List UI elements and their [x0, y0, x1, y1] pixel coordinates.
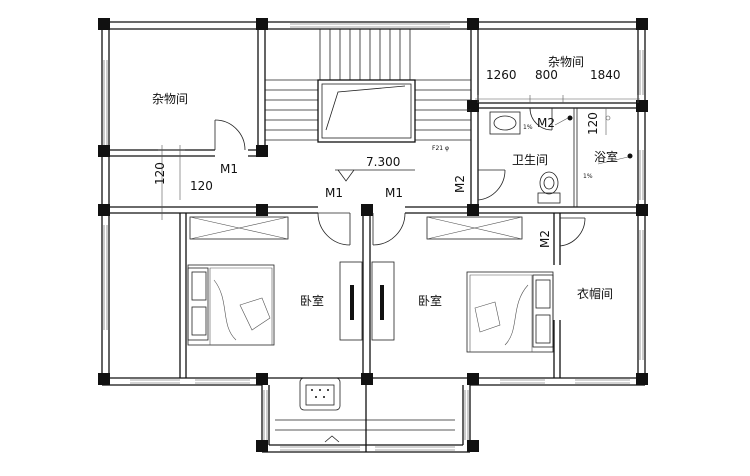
room-label-bedroom-left: 卧室 [300, 293, 324, 308]
room-label-shower: 浴室 [594, 149, 618, 164]
dimension-120-left: 120 [190, 179, 213, 193]
door-swings [214, 107, 586, 247]
elevation-marker [335, 169, 415, 182]
small-mark: F21 φ [432, 145, 449, 152]
room-label-storage-right: 杂物间 [548, 55, 584, 69]
bathroom-fixtures [489, 111, 633, 204]
door-label-m1-bed-left: M1 [325, 186, 343, 200]
exterior-walls [101, 21, 646, 386]
dimension-800: 800 [535, 68, 558, 82]
bed-left [187, 264, 275, 346]
room-label-cloakroom: 衣帽间 [577, 286, 613, 301]
armchair [299, 377, 341, 411]
door-label-m2-bath: M2 [453, 175, 467, 193]
interior-walls [109, 29, 638, 378]
dimension-120-left-vertical: 120 [153, 162, 167, 185]
room-label-storage-left: 杂物间 [152, 92, 188, 106]
dimension-1260: 1260 [486, 68, 517, 82]
door-label-m2-cloak: M2 [538, 230, 552, 248]
room-label-bathroom: 卫生间 [512, 153, 548, 167]
wardrobes [189, 216, 523, 240]
floor-drain [567, 115, 573, 121]
room-label-bedroom-right: 卧室 [418, 293, 442, 308]
dimension-120-shower: 120 [586, 112, 600, 135]
dimension-lines [158, 95, 640, 220]
windows [103, 23, 644, 384]
desks [339, 261, 395, 341]
elevation-value: 7.300 [366, 155, 400, 169]
washbasin [489, 111, 521, 135]
bay-window [261, 378, 471, 453]
toilet [537, 171, 561, 204]
bed-right [466, 271, 554, 353]
floor-drain-shower [627, 153, 633, 159]
columns [98, 18, 648, 452]
staircase [265, 29, 471, 143]
slope-shower: 1% [583, 173, 593, 180]
door-label-m2-top: M2 [537, 116, 555, 130]
north-marker [324, 435, 340, 443]
door-label-m1-bed-right: M1 [385, 186, 403, 200]
slope-bath: 1% [523, 124, 533, 131]
door-label-m1-hall: M1 [220, 162, 238, 176]
dimension-1840: 1840 [590, 68, 621, 82]
